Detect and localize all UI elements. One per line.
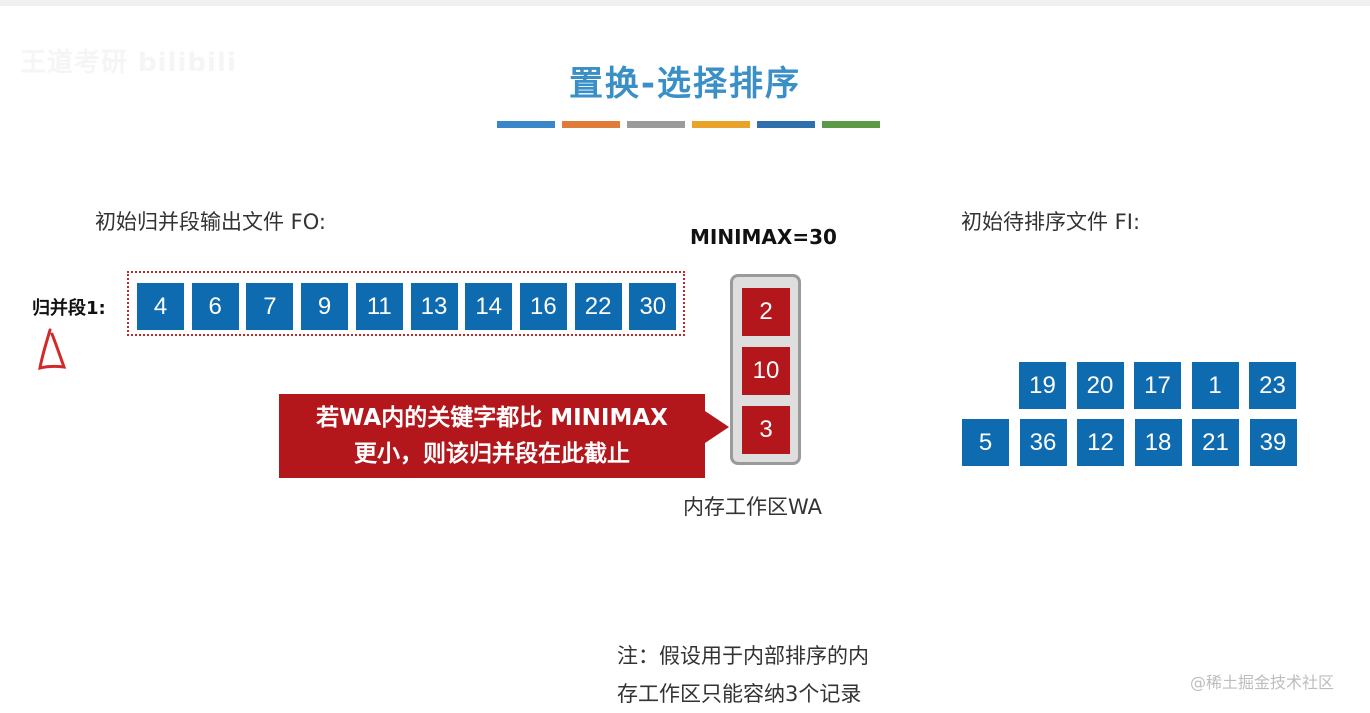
footnote: 注：假设用于内部排序的内 存工作区只能容纳3个记录 [617, 637, 869, 713]
run-value-cell: 9 [301, 283, 349, 330]
input-value-cell: 17 [1134, 362, 1181, 409]
run-value-cell: 7 [246, 283, 294, 330]
title-color-bars [497, 121, 880, 128]
input-value-cell: 12 [1077, 419, 1124, 466]
input-value-cell: 5 [962, 419, 1009, 466]
minimax-label: MINIMAX=30 [690, 225, 837, 249]
input-value-cell: 23 [1249, 362, 1296, 409]
run-value-cell: 13 [410, 283, 458, 330]
run-highlight-box [127, 271, 685, 336]
run-value-cell: 14 [465, 283, 513, 330]
input-value-cell: 1 [1191, 362, 1239, 409]
work-area-value-cell: 3 [742, 406, 790, 454]
input-value-cell: 19 [1019, 362, 1066, 409]
color-bar [627, 121, 685, 128]
top-border [0, 0, 1370, 6]
footnote-line-1: 注：假设用于内部排序的内 [617, 644, 869, 668]
run-value-cell: 11 [355, 283, 403, 330]
callout-line-2: 更小，则该归并段在此截止 [354, 441, 630, 467]
callout-box: 若WA内的关键字都比 MINIMAX 更小，则该归并段在此截止 [279, 394, 705, 478]
work-area-value-cell: 10 [742, 347, 790, 395]
input-value-cell: 21 [1192, 419, 1239, 466]
run-value-cell: 16 [519, 283, 567, 330]
handwritten-mark-icon [38, 328, 67, 371]
color-bar [562, 121, 620, 128]
work-area-value-cell: 2 [742, 288, 790, 336]
run-value-cell: 4 [137, 283, 184, 330]
footnote-line-2: 存工作区只能容纳3个记录 [617, 682, 862, 706]
page-title: 置换-选择排序 [568, 64, 802, 104]
callout-arrow [705, 411, 729, 443]
input-value-cell: 36 [1019, 419, 1067, 466]
input-value-cell: 39 [1249, 419, 1297, 466]
run-value-cell: 30 [629, 283, 677, 330]
watermark-logo: 王道考研 bilibili [20, 48, 237, 78]
watermark-source: @稀土掘金技术社区 [1190, 673, 1335, 692]
run-value-cell: 22 [574, 283, 622, 330]
input-file-label: 初始待排序文件 FI: [961, 210, 1141, 234]
work-area-label: 内存工作区WA [683, 495, 822, 519]
input-value-cell: 18 [1134, 419, 1182, 466]
input-value-cell: 20 [1076, 362, 1124, 409]
color-bar [692, 121, 750, 128]
run-label: 归并段1: [32, 298, 106, 319]
color-bar [497, 121, 555, 128]
color-bar [822, 121, 880, 128]
color-bar [757, 121, 815, 128]
run-value-cell: 6 [191, 283, 239, 330]
callout-line-1: 若WA内的关键字都比 MINIMAX [316, 405, 668, 431]
output-file-label: 初始归并段输出文件 FO: [95, 210, 326, 234]
